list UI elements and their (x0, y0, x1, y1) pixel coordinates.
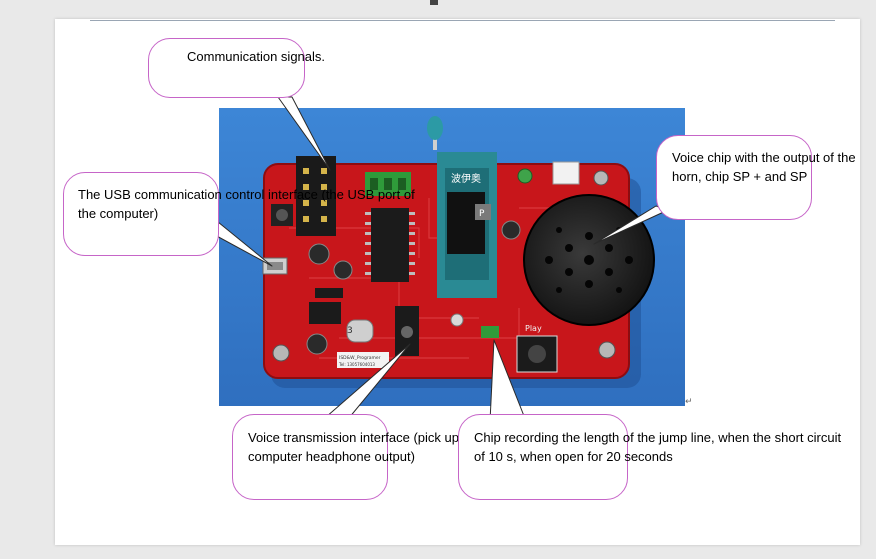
chip-socket-letter: P (479, 209, 485, 219)
board-name: ISD&W_Programer (339, 355, 381, 361)
mounting-screws (272, 170, 616, 362)
smd-chip (309, 302, 341, 324)
zif-lever (427, 116, 443, 140)
pcb-small-label: 3 (347, 326, 353, 336)
pcb-illustration: 3 波伊奥 P Play (219, 108, 685, 406)
callout-usb-text: The USB communication control interface … (78, 187, 415, 221)
speaker-connector (552, 161, 580, 185)
callout-jump-line: Chip recording the length of the jump li… (458, 414, 841, 500)
callout-communication: Communication signals. (148, 38, 325, 98)
board-tel: Tel: 13057604013 (338, 362, 375, 367)
led (517, 168, 533, 184)
callout-jump-line-text: Chip recording the length of the jump li… (474, 430, 842, 464)
crystal (346, 319, 374, 343)
callout-voice-transmission: Voice transmission interface (pick up co… (232, 414, 459, 500)
callout-voice-chip: Voice chip with the output of the horn, … (656, 135, 856, 220)
paragraph-mark: ↵ (685, 396, 693, 406)
pcb-photo: 3 波伊奥 P Play (219, 108, 685, 406)
callout-usb: The USB communication control interface … (63, 172, 415, 256)
capacitor (308, 243, 330, 265)
chip-socket-label: 波伊奥 (451, 172, 481, 185)
callout-voice-transmission-text: Voice transmission interface (pick up co… (248, 430, 459, 464)
callout-voice-chip-text: Voice chip with the output of the horn, … (672, 150, 856, 184)
jumper (481, 326, 499, 338)
callout-communication-text: Communication signals. (187, 49, 326, 64)
page-top-rule (90, 20, 835, 21)
usb-controller-ic (371, 208, 409, 282)
voice-ic (447, 192, 485, 254)
play-label: Play (525, 324, 542, 333)
top-edge-mark (430, 0, 438, 5)
